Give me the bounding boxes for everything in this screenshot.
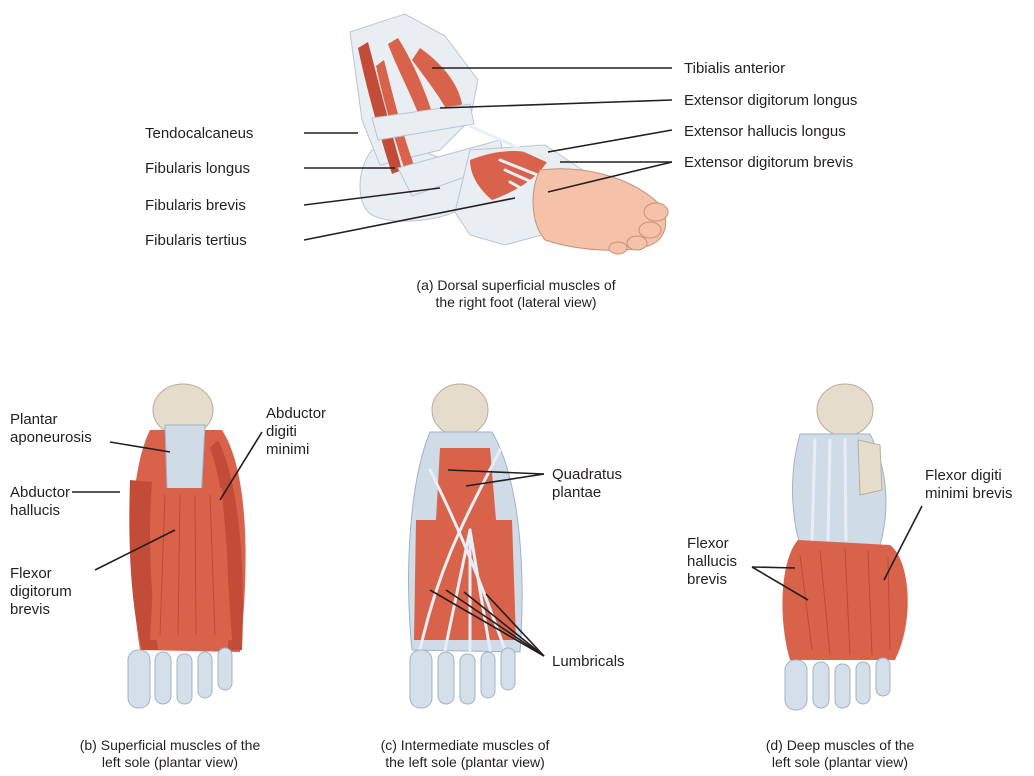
caption-b-line2: left sole (plantar view) bbox=[102, 754, 238, 770]
label-plantar-aponeurosis-2: aponeurosis bbox=[10, 429, 92, 446]
label-quadratus-plantae-2: plantae bbox=[552, 484, 601, 501]
label-flexor-digiti-minimi-brevis-2: minimi brevis bbox=[925, 485, 1013, 502]
panel-b-illustration bbox=[128, 384, 246, 708]
label-lumbricals: Lumbricals bbox=[552, 653, 625, 670]
caption-b-line1: (b) Superficial muscles of the bbox=[80, 737, 261, 753]
caption-d-line2: left sole (plantar view) bbox=[772, 754, 908, 770]
caption-d-line1: (d) Deep muscles of the bbox=[766, 737, 915, 753]
label-flexor-digiti-minimi-brevis-1: Flexor digiti bbox=[925, 467, 1002, 484]
label-abductor-digiti-minimi-3: minimi bbox=[266, 441, 309, 458]
label-abductor-digiti-minimi-1: Abductor bbox=[266, 405, 326, 422]
label-tendocalcaneus: Tendocalcaneus bbox=[145, 125, 253, 142]
label-fibularis-longus: Fibularis longus bbox=[145, 160, 250, 177]
label-extensor-digitorum-brevis: Extensor digitorum brevis bbox=[684, 154, 853, 171]
label-fibularis-tertius: Fibularis tertius bbox=[145, 232, 247, 249]
caption-a-line1: (a) Dorsal superficial muscles of bbox=[416, 277, 615, 293]
label-abductor-digiti-minimi-2: digiti bbox=[266, 423, 297, 440]
label-abductor-hallucis-2: hallucis bbox=[10, 502, 60, 519]
panel-c-illustration bbox=[409, 384, 523, 708]
label-flexor-digitorum-brevis-2: digitorum bbox=[10, 583, 72, 600]
caption-c-line2: the left sole (plantar view) bbox=[385, 754, 545, 770]
label-plantar-aponeurosis-1: Plantar bbox=[10, 411, 58, 428]
talus-d bbox=[858, 440, 882, 495]
caption-a-line2: the right foot (lateral view) bbox=[435, 294, 596, 310]
label-extensor-hallucis-longus: Extensor hallucis longus bbox=[684, 123, 846, 140]
label-extensor-digitorum-longus: Extensor digitorum longus bbox=[684, 92, 857, 109]
label-flexor-hallucis-brevis-2: hallucis bbox=[687, 553, 737, 570]
quadratus-plantae-muscle bbox=[436, 448, 496, 520]
label-abductor-hallucis-1: Abductor bbox=[10, 484, 70, 501]
toes-b bbox=[128, 648, 232, 708]
label-flexor-hallucis-brevis-3: brevis bbox=[687, 571, 727, 588]
toes-c bbox=[410, 648, 515, 708]
calcaneus-c bbox=[432, 384, 488, 436]
calcaneus-d bbox=[817, 384, 873, 436]
label-flexor-digitorum-brevis-1: Flexor bbox=[10, 565, 52, 582]
label-flexor-hallucis-brevis-1: Flexor bbox=[687, 535, 729, 552]
toes-d bbox=[785, 658, 890, 710]
panel-a-illustration bbox=[350, 14, 668, 254]
caption-c-line1: (c) Intermediate muscles of bbox=[381, 737, 550, 753]
label-tibialis-anterior: Tibialis anterior bbox=[684, 60, 785, 77]
label-fibularis-brevis: Fibularis brevis bbox=[145, 197, 246, 214]
label-quadratus-plantae-1: Quadratus bbox=[552, 466, 622, 483]
panel-d-illustration bbox=[782, 384, 907, 710]
label-flexor-digitorum-brevis-3: brevis bbox=[10, 601, 50, 618]
